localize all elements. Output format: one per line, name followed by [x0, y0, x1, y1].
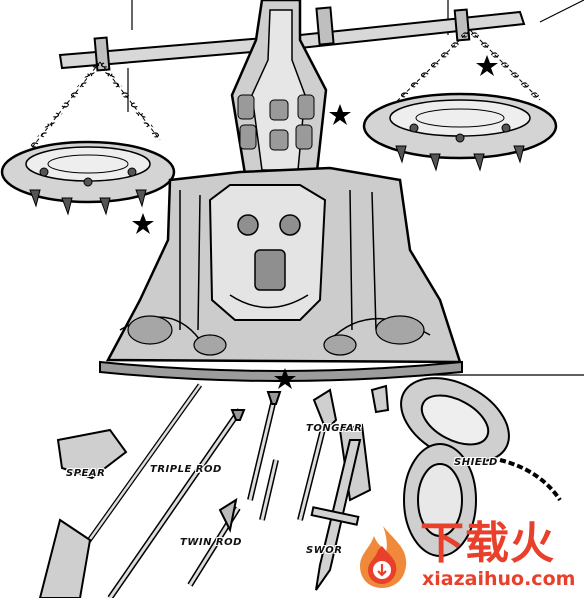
triple-rod-weapon	[107, 391, 282, 598]
spear-weapon	[38, 383, 203, 598]
tiger-face	[229, 214, 309, 309]
star-icon	[476, 55, 498, 76]
star-icon	[132, 213, 154, 234]
label-spear: SPEAR	[66, 468, 106, 479]
shield-weapon	[400, 377, 562, 557]
twin-rod-weapon	[187, 459, 279, 587]
label-triple-rod: TRIPLE ROD	[150, 464, 222, 475]
star-icon	[329, 104, 351, 125]
scale-chains	[28, 28, 542, 152]
watermark: 下载火 xiazaihuo.com	[348, 518, 584, 598]
tiger-base	[99, 166, 463, 382]
central-pillar	[230, 0, 328, 182]
label-shield: SHIELD	[454, 457, 498, 468]
star-icon	[274, 368, 296, 389]
decorative-stars	[132, 55, 498, 389]
sword-weapon	[310, 439, 362, 591]
watermark-url: xiazaihuo.com	[422, 568, 576, 590]
watermark-text: 下载火	[420, 518, 555, 569]
left-scale-pan	[0, 140, 176, 216]
right-scale-pan	[362, 92, 558, 172]
label-tongfar: TONGFAR	[306, 423, 363, 434]
flame-logo-icon	[360, 526, 407, 588]
label-twin-rod: TWIN ROD	[180, 537, 242, 548]
label-sword: SWOR	[306, 545, 343, 556]
